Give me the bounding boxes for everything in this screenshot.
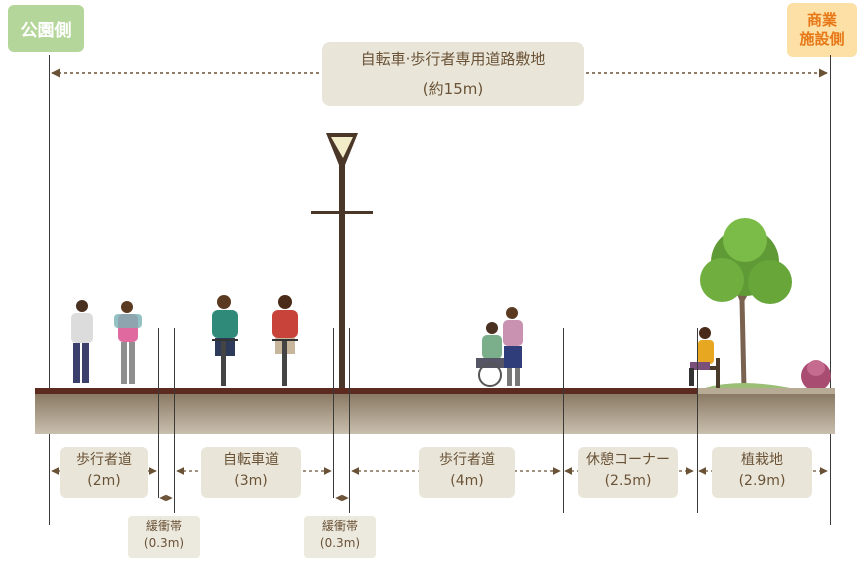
division-line-3 xyxy=(333,328,334,498)
segment-label-bike-lane: 自転車道 (3m) xyxy=(201,447,301,498)
shrub-icon xyxy=(801,360,831,391)
commercial-side-label-2: 施設側 xyxy=(799,30,845,48)
division-line-6 xyxy=(697,328,698,513)
left-boundary-line xyxy=(49,55,50,525)
buffer-label-2: 緩衝帯 (0.3m) xyxy=(304,516,376,558)
total-width-label: 自転車·歩行者専用道路敷地 (約15m) xyxy=(322,42,584,106)
pavement-surface xyxy=(35,388,697,394)
segment-label-sidewalk-1: 歩行者道 (2m) xyxy=(60,447,148,498)
total-width: (約15m) xyxy=(422,80,484,98)
segment-label-planting: 植栽地 (2.9m) xyxy=(712,447,812,498)
segment-label-sidewalk-2: 歩行者道 (4m) xyxy=(419,447,515,498)
segment-width: (4m) xyxy=(450,473,484,489)
park-side-label: 公園側 xyxy=(20,21,72,41)
pedestrian-man-icon xyxy=(71,300,93,383)
buffer-name: 緩衝帯 xyxy=(321,519,358,533)
buffer-name: 緩衝帯 xyxy=(145,519,182,533)
segment-name: 自転車道 xyxy=(223,452,279,468)
segment-width: (2.9m) xyxy=(738,473,786,489)
tree-icon xyxy=(700,218,792,389)
person-on-bench-icon xyxy=(689,327,720,388)
division-line-5 xyxy=(563,328,564,513)
buffer-width: (0.3m) xyxy=(319,536,361,550)
cyclist-green-icon xyxy=(212,295,238,386)
park-side-tag: 公園側 xyxy=(8,5,84,52)
ground-section xyxy=(35,388,835,434)
segment-name: 植栽地 xyxy=(741,452,783,468)
segment-width: (2m) xyxy=(87,473,121,489)
buffer-width: (0.3m) xyxy=(143,536,185,550)
division-line-2 xyxy=(174,328,175,513)
segment-width: (3m) xyxy=(234,473,268,489)
right-boundary-line xyxy=(830,55,831,525)
division-line-4 xyxy=(349,328,350,513)
caregiver-icon xyxy=(503,307,523,386)
segment-name: 歩行者道 xyxy=(76,452,132,468)
segment-name: 休憩コーナー xyxy=(586,452,670,468)
division-line-1 xyxy=(158,328,159,498)
segment-label-rest-area: 休憩コーナー (2.5m) xyxy=(578,447,678,498)
buffer-label-1: 緩衝帯 (0.3m) xyxy=(128,516,200,558)
total-title: 自転車·歩行者専用道路敷地 xyxy=(360,50,546,68)
street-lamp-icon xyxy=(311,133,373,390)
commercial-side-label-1: 商業 xyxy=(806,11,837,29)
commercial-side-tag: 商業 施設側 xyxy=(787,3,857,57)
cyclist-red-icon xyxy=(272,295,298,386)
soil-layer xyxy=(35,394,835,434)
wheelchair-user-icon xyxy=(476,322,506,387)
segment-width: (2.5m) xyxy=(604,473,652,489)
pedestrian-woman-icon xyxy=(114,301,142,384)
segment-name: 歩行者道 xyxy=(439,452,495,468)
